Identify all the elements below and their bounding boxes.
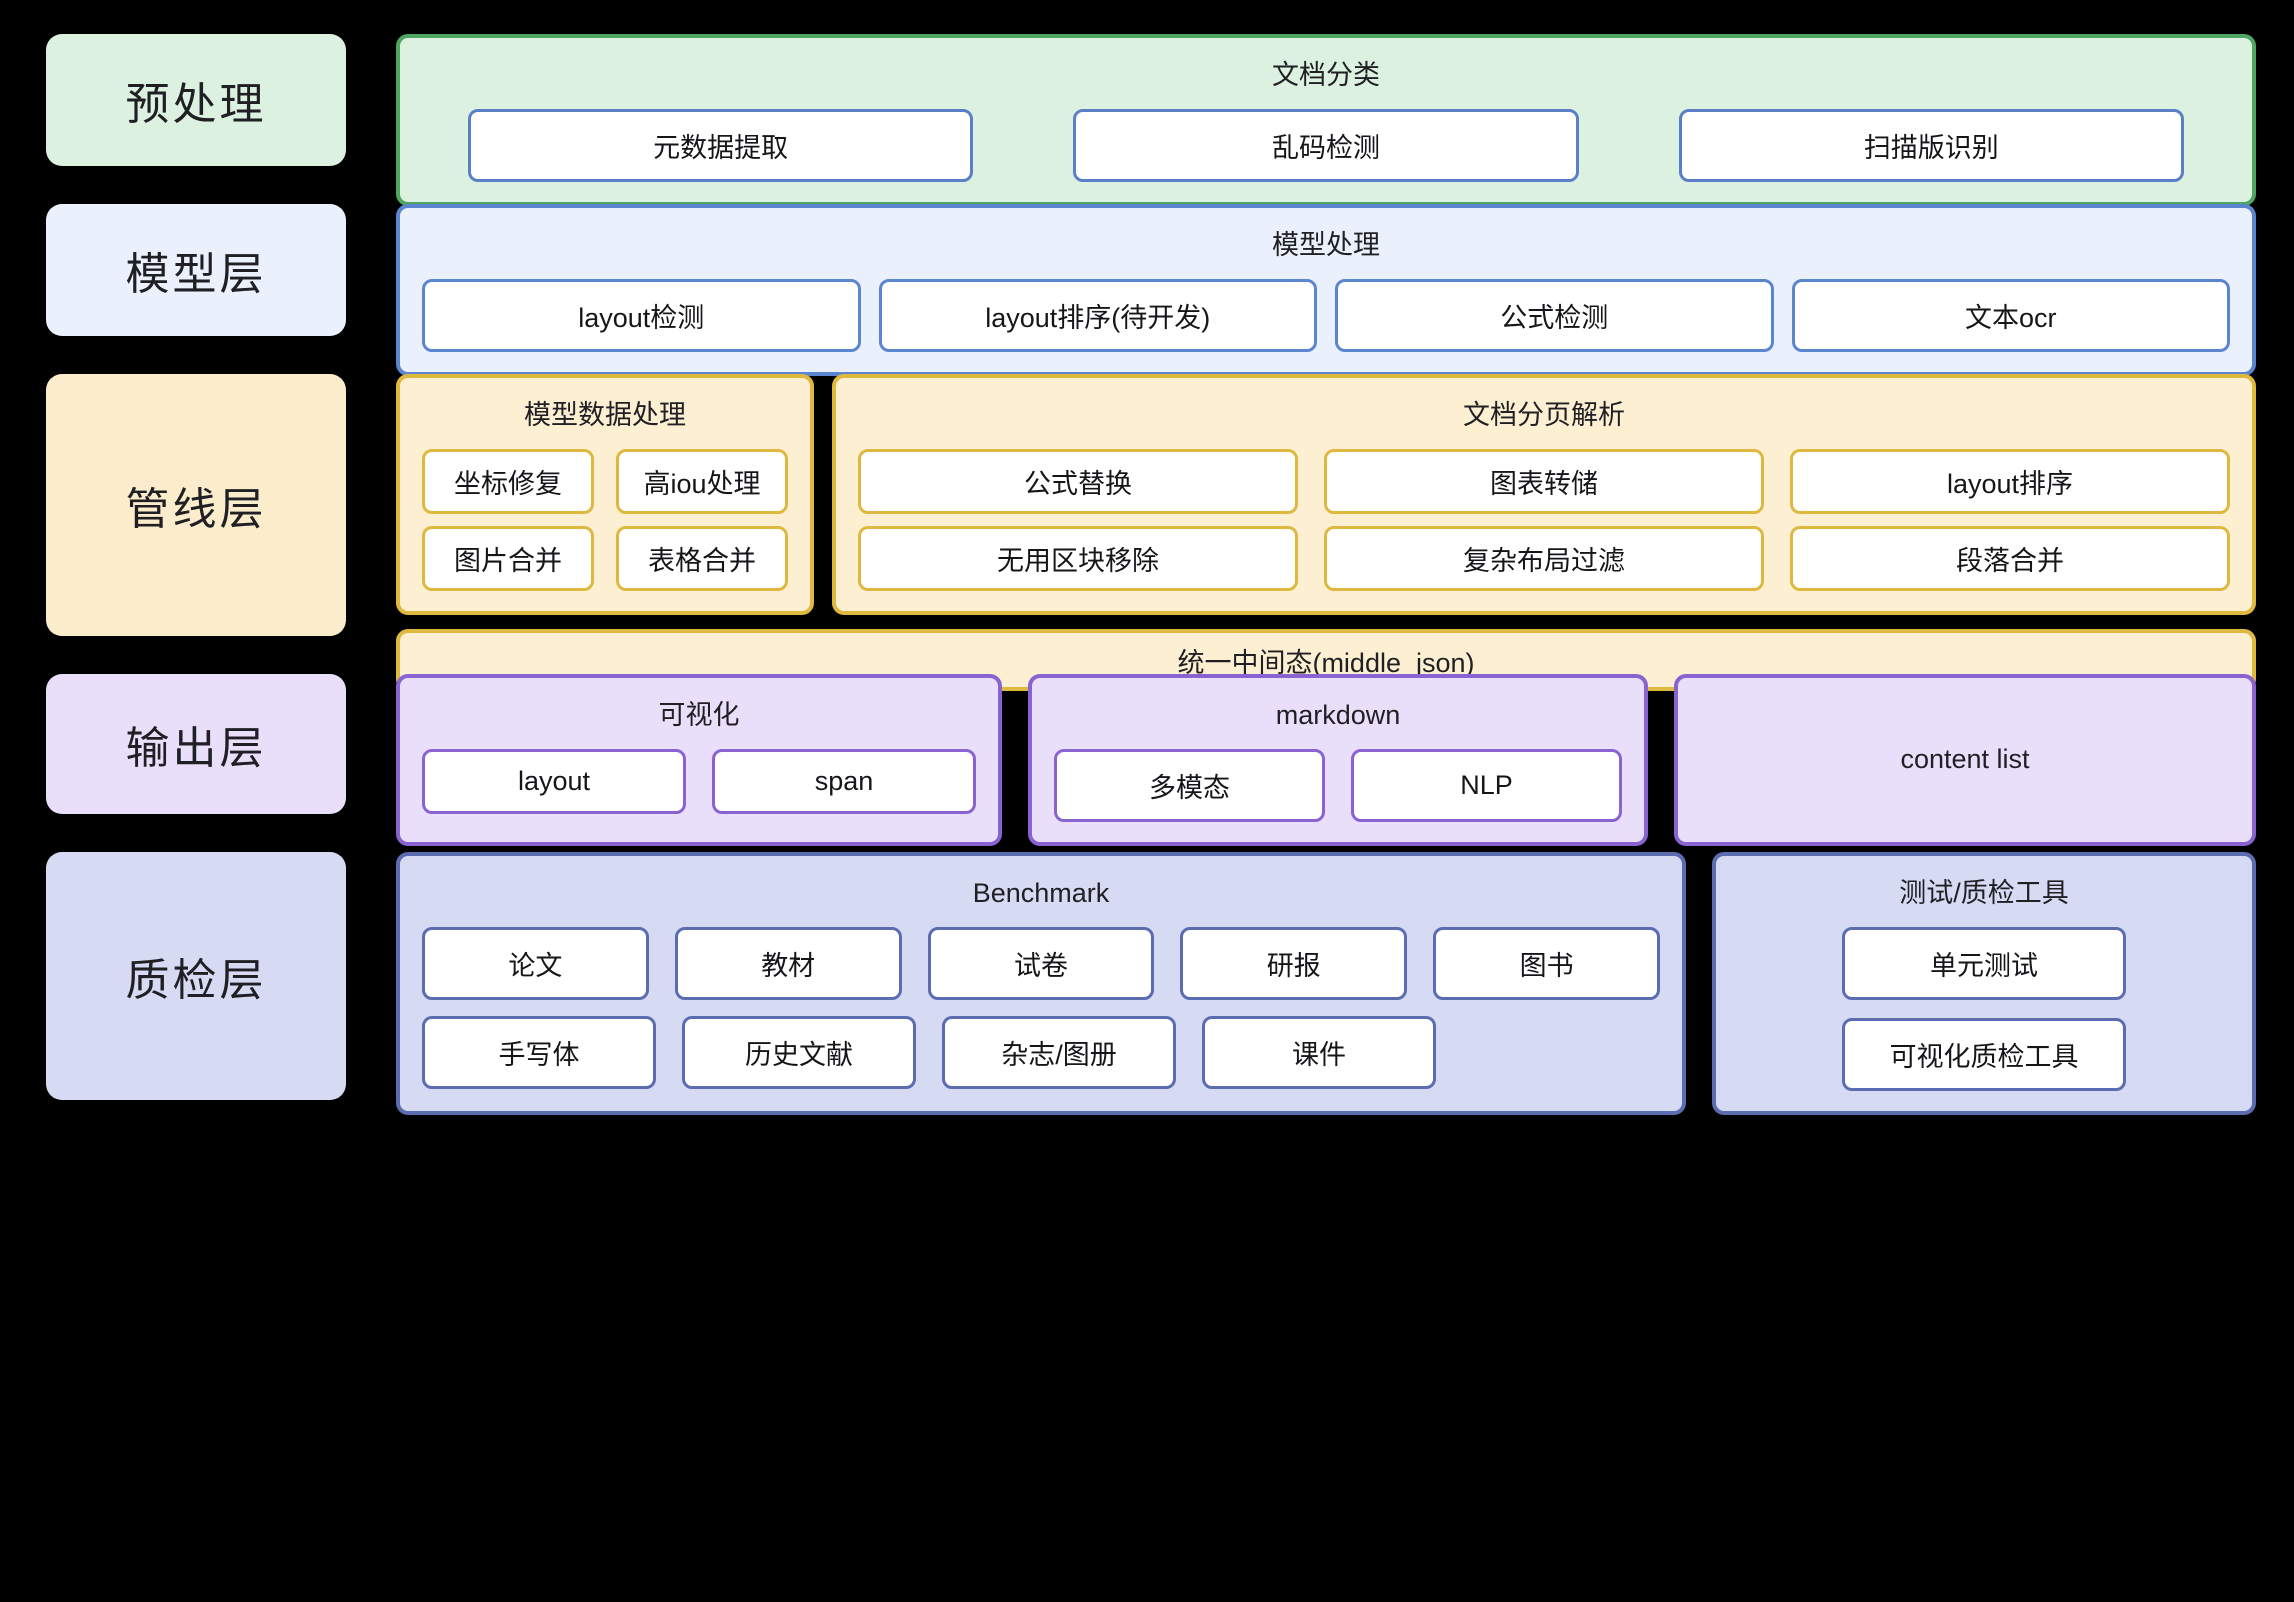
chip-text-ocr[interactable]: 文本ocr — [1791, 279, 2230, 353]
benchmark-chip-rows: 论文 教材 试卷 研报 图书 手写体 历史文献 杂志/图册 课件 — [422, 927, 1660, 1090]
chip-handwriting[interactable]: 手写体 — [422, 1016, 656, 1090]
group-title-model-processing: 模型处理 — [1272, 230, 1380, 260]
chip-formula-replacement[interactable]: 公式替换 — [858, 449, 1298, 515]
group-model-data-processing: 模型数据处理 坐标修复 高iou处理 图片合并 表格合并 — [396, 374, 814, 616]
layer-row-output: 输出层 可视化 layout span markdown 多模态 NLP — [46, 674, 2256, 847]
markdown-chip-list: 多模态 NLP — [1054, 749, 1622, 823]
chip-unit-test[interactable]: 单元测试 — [1842, 927, 2126, 1001]
chip-table-merge[interactable]: 表格合并 — [616, 526, 788, 592]
layer-label-output: 输出层 — [46, 674, 346, 814]
group-title-test-qa-tools: 测试/质检工具 — [1899, 878, 2069, 908]
chip-textbook[interactable]: 教材 — [674, 927, 902, 1001]
group-visualization: 可视化 layout span — [396, 674, 1002, 847]
qa-tools-chip-list: 单元测试 可视化质检工具 — [1738, 927, 2230, 1092]
pipeline-group-row: 模型数据处理 坐标修复 高iou处理 图片合并 表格合并 文档分页解析 公式替换… — [396, 374, 2256, 616]
chip-image-merge[interactable]: 图片合并 — [422, 526, 594, 592]
layer-label-model: 模型层 — [46, 204, 346, 336]
chip-layout-ordering[interactable]: layout排序(待开发) — [878, 279, 1317, 353]
preprocess-body: 文档分类 元数据提取 乱码检测 扫描版识别 — [396, 34, 2256, 207]
chip-magazine-album[interactable]: 杂志/图册 — [942, 1016, 1176, 1090]
chip-garbled-detection[interactable]: 乱码检测 — [1073, 109, 1579, 183]
chip-visual-qa-tool[interactable]: 可视化质检工具 — [1842, 1018, 2126, 1092]
chip-coordinate-repair[interactable]: 坐标修复 — [422, 449, 594, 515]
layer-label-pipeline: 管线层 — [46, 374, 346, 636]
layer-row-qa: 质检层 Benchmark 论文 教材 试卷 研报 图书 手写体 — [46, 852, 2256, 1116]
chip-scan-recognition[interactable]: 扫描版识别 — [1678, 109, 2184, 183]
group-title-content-list: content list — [1900, 743, 2030, 774]
chip-span[interactable]: span — [712, 749, 976, 815]
layer-label-preprocess: 预处理 — [46, 34, 346, 166]
group-title-model-data-processing: 模型数据处理 — [524, 400, 686, 430]
group-benchmark: Benchmark 论文 教材 试卷 研报 图书 手写体 历史文献 杂志/图 — [396, 852, 1686, 1116]
model-chip-list: layout检测 layout排序(待开发) 公式检测 文本ocr — [422, 279, 2230, 353]
chip-multimodal[interactable]: 多模态 — [1054, 749, 1325, 823]
chip-layout-sorting[interactable]: layout排序 — [1790, 449, 2230, 515]
chip-historical-document[interactable]: 历史文献 — [682, 1016, 916, 1090]
chip-useless-block-removal[interactable]: 无用区块移除 — [858, 526, 1298, 592]
group-title-document-page-parsing: 文档分页解析 — [1463, 400, 1625, 430]
group-markdown: markdown 多模态 NLP — [1028, 674, 1648, 847]
group-title-visualization: 可视化 — [658, 700, 740, 730]
chip-book[interactable]: 图书 — [1433, 927, 1660, 1001]
model-data-chip-grid: 坐标修复 高iou处理 图片合并 表格合并 — [422, 449, 788, 592]
layer-row-pipeline: 管线层 模型数据处理 坐标修复 高iou处理 图片合并 表格合并 文档分页解析 … — [46, 374, 2256, 692]
group-content-list: content list — [1674, 674, 2256, 847]
doc-parse-chip-grid: 公式替换 图表转储 layout排序 无用区块移除 复杂布局过滤 段落合并 — [858, 449, 2230, 592]
chip-paper[interactable]: 论文 — [422, 927, 649, 1001]
chip-formula-detection[interactable]: 公式检测 — [1335, 279, 1774, 353]
chip-metadata-extraction[interactable]: 元数据提取 — [468, 109, 974, 183]
chip-research-report[interactable]: 研报 — [1180, 927, 1408, 1001]
model-group-row: 模型处理 layout检测 layout排序(待开发) 公式检测 文本ocr — [396, 204, 2256, 377]
chip-exam-paper[interactable]: 试卷 — [927, 927, 1155, 1001]
group-title-document-classification: 文档分类 — [1272, 60, 1380, 90]
layer-label-qa: 质检层 — [46, 852, 346, 1100]
qa-body: Benchmark 论文 教材 试卷 研报 图书 手写体 历史文献 杂志/图 — [396, 852, 2256, 1116]
chip-layout-detection[interactable]: layout检测 — [422, 279, 861, 353]
chip-complex-layout-filter[interactable]: 复杂布局过滤 — [1324, 526, 1764, 592]
qa-group-row: Benchmark 论文 教材 试卷 研报 图书 手写体 历史文献 杂志/图 — [396, 852, 2256, 1116]
chip-courseware[interactable]: 课件 — [1202, 1016, 1436, 1090]
layer-row-model: 模型层 模型处理 layout检测 layout排序(待开发) 公式检测 文本o… — [46, 204, 2256, 377]
benchmark-row-1: 论文 教材 试卷 研报 图书 — [422, 927, 1660, 1001]
preprocess-chip-list: 元数据提取 乱码检测 扫描版识别 — [422, 109, 2230, 183]
group-test-qa-tools: 测试/质检工具 单元测试 可视化质检工具 — [1712, 852, 2256, 1116]
output-group-row: 可视化 layout span markdown 多模态 NLP content… — [396, 674, 2256, 847]
chip-layout[interactable]: layout — [422, 749, 686, 815]
chip-nlp[interactable]: NLP — [1351, 749, 1622, 823]
layer-row-preprocess: 预处理 文档分类 元数据提取 乱码检测 扫描版识别 — [46, 34, 2256, 207]
chip-high-iou-processing[interactable]: 高iou处理 — [616, 449, 788, 515]
group-title-benchmark: Benchmark — [972, 878, 1110, 908]
benchmark-row-2: 手写体 历史文献 杂志/图册 课件 — [422, 1016, 1660, 1090]
group-document-classification: 文档分类 元数据提取 乱码检测 扫描版识别 — [396, 34, 2256, 207]
preprocess-group-row: 文档分类 元数据提取 乱码检测 扫描版识别 — [396, 34, 2256, 207]
group-title-markdown: markdown — [1275, 700, 1401, 730]
pipeline-body: 模型数据处理 坐标修复 高iou处理 图片合并 表格合并 文档分页解析 公式替换… — [396, 374, 2256, 692]
model-body: 模型处理 layout检测 layout排序(待开发) 公式检测 文本ocr — [396, 204, 2256, 377]
visualization-chip-list: layout span — [422, 749, 976, 815]
output-body: 可视化 layout span markdown 多模态 NLP content… — [396, 674, 2256, 847]
chip-paragraph-merge[interactable]: 段落合并 — [1790, 526, 2230, 592]
group-model-processing: 模型处理 layout检测 layout排序(待开发) 公式检测 文本ocr — [396, 204, 2256, 377]
group-document-page-parsing: 文档分页解析 公式替换 图表转储 layout排序 无用区块移除 复杂布局过滤 … — [832, 374, 2256, 616]
chip-chart-storage[interactable]: 图表转储 — [1324, 449, 1764, 515]
